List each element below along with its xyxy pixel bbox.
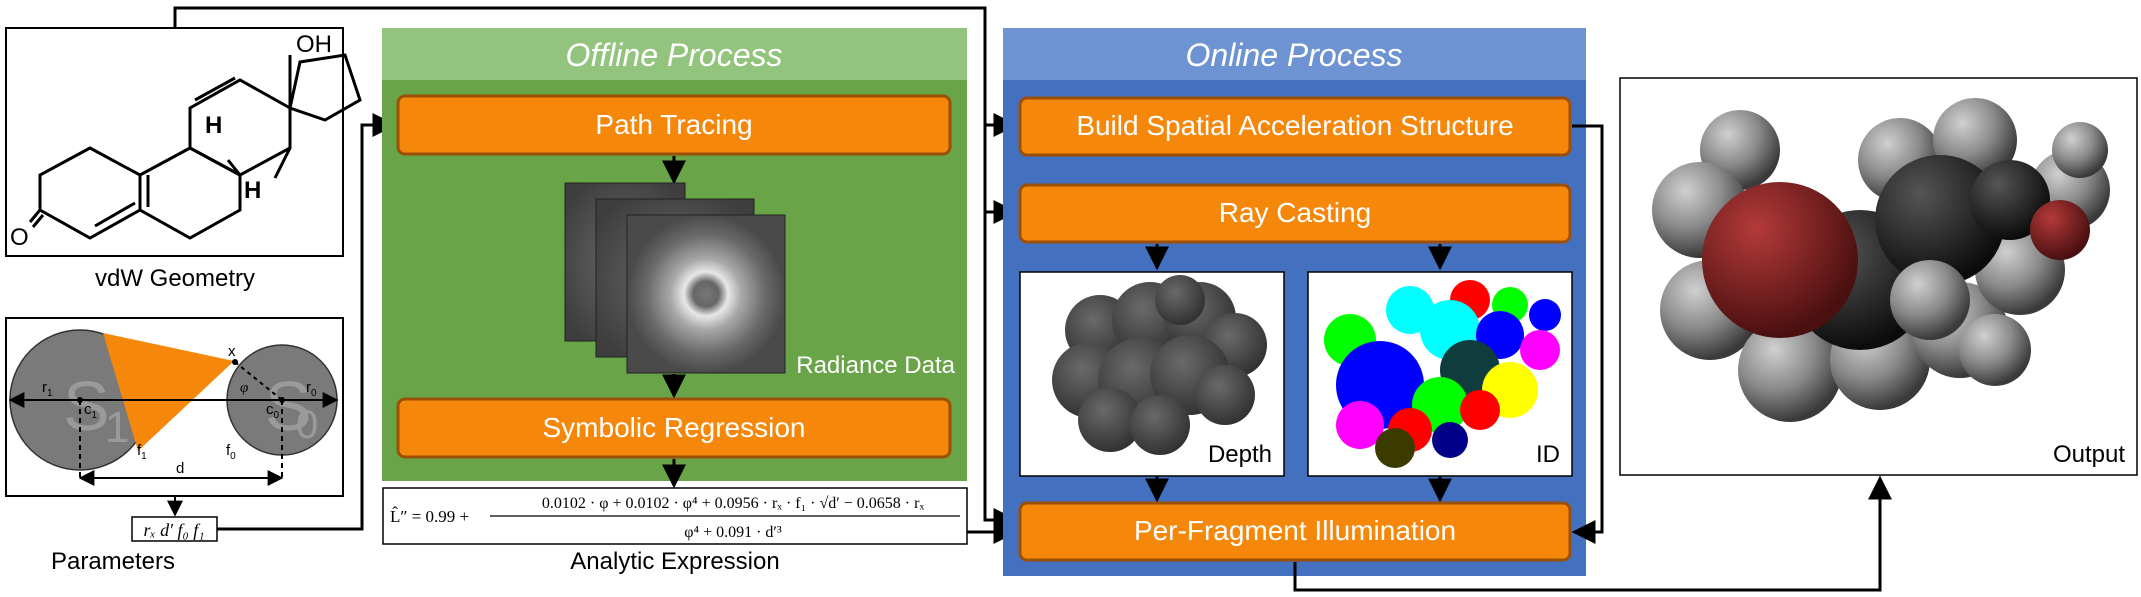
- f0-sub: 0: [230, 451, 236, 462]
- radiance-data-stack: [564, 182, 786, 374]
- svg-text:r0: r0: [306, 379, 317, 399]
- d-label: d: [176, 460, 184, 477]
- svg-text:f1: f1: [137, 442, 147, 462]
- c0-sub: 0: [274, 410, 280, 421]
- online-title: Online Process: [1186, 37, 1403, 73]
- svg-text:c0: c0: [266, 401, 280, 421]
- symbolic-regression-box: Symbolic Regression: [396, 397, 952, 459]
- r1-sub: 1: [47, 388, 53, 399]
- hydrogen-label-1: H: [205, 112, 222, 139]
- hydrogen-label-2: H: [244, 177, 261, 204]
- online-panel: Online Process Build Spatial Acceleratio…: [1003, 28, 1586, 576]
- c1-label: c: [84, 401, 92, 418]
- output-panel: Output: [1619, 77, 2138, 476]
- path-tracing-label: Path Tracing: [595, 109, 752, 140]
- formula-numerator: 0.0102 · φ + 0.0102 · φ⁴ + 0.0956 · rₓ ·…: [542, 495, 925, 512]
- depth-image: Depth: [1019, 271, 1285, 477]
- svg-text:f0: f0: [226, 442, 236, 462]
- symbolic-regression-label: Symbolic Regression: [543, 412, 806, 443]
- svg-text:r1: r1: [42, 379, 53, 399]
- output-label: Output: [2053, 441, 2125, 468]
- illumination-box: Per-Fragment Illumination: [1018, 501, 1572, 562]
- parameters-caption: Parameters: [51, 548, 175, 575]
- build-structure-box: Build Spatial Acceleration Structure: [1018, 96, 1572, 157]
- offline-title: Offline Process: [566, 37, 783, 73]
- sphere-0-index: 0: [296, 403, 318, 447]
- analytic-expression-caption: Analytic Expression: [570, 548, 779, 575]
- r0-label: r: [306, 379, 311, 396]
- build-structure-label: Build Spatial Acceleration Structure: [1076, 110, 1513, 141]
- rendered-molecule: [1652, 98, 2110, 422]
- illumination-label: Per-Fragment Illumination: [1134, 515, 1456, 546]
- f0-label: f: [226, 442, 231, 459]
- x-label: x: [228, 343, 236, 360]
- offline-panel: Offline Process Path Tracing Radiance Da…: [382, 28, 967, 481]
- parameters-panel: S 1 S 0 r1 r0 c1 c0 f1 f0 x φ d rₓ d′ f₀…: [5, 113, 397, 575]
- path-tracing-box: Path Tracing: [396, 94, 952, 156]
- steroid-structure-drawing: [28, 53, 362, 240]
- phi-label: φ: [240, 380, 248, 396]
- hydroxyl-label: OH: [296, 31, 332, 58]
- molecule-panel: O OH H H vdW Geometry: [5, 27, 362, 292]
- analytic-expression: L̂″ = 0.99 + 0.0102 · φ + 0.0102 · φ⁴ + …: [382, 487, 968, 575]
- ray-casting-label: Ray Casting: [1219, 197, 1372, 228]
- c0-label: c: [266, 401, 274, 418]
- sphere-1-index: 1: [105, 403, 129, 452]
- r0-sub: 0: [311, 388, 317, 399]
- formula-denominator: φ⁴ + 0.091 · d′³: [684, 524, 782, 541]
- ray-casting-box: Ray Casting: [1018, 183, 1572, 244]
- molecule-caption: vdW Geometry: [95, 265, 255, 292]
- radiance-data-label: Radiance Data: [796, 352, 955, 379]
- id-image: ID: [1307, 271, 1573, 477]
- formula-lhs: L̂″ = 0.99 +: [390, 507, 469, 526]
- r1-label: r: [42, 379, 47, 396]
- parameter-vector: rₓ d′ f₀ f₁: [143, 520, 204, 540]
- f1-label: f: [137, 442, 142, 459]
- id-label: ID: [1536, 441, 1560, 468]
- depth-label: Depth: [1208, 441, 1272, 468]
- svg-text:c1: c1: [84, 401, 98, 421]
- oxygen-label: O: [10, 224, 29, 251]
- c1-sub: 1: [92, 410, 98, 421]
- f1-sub: 1: [141, 451, 147, 462]
